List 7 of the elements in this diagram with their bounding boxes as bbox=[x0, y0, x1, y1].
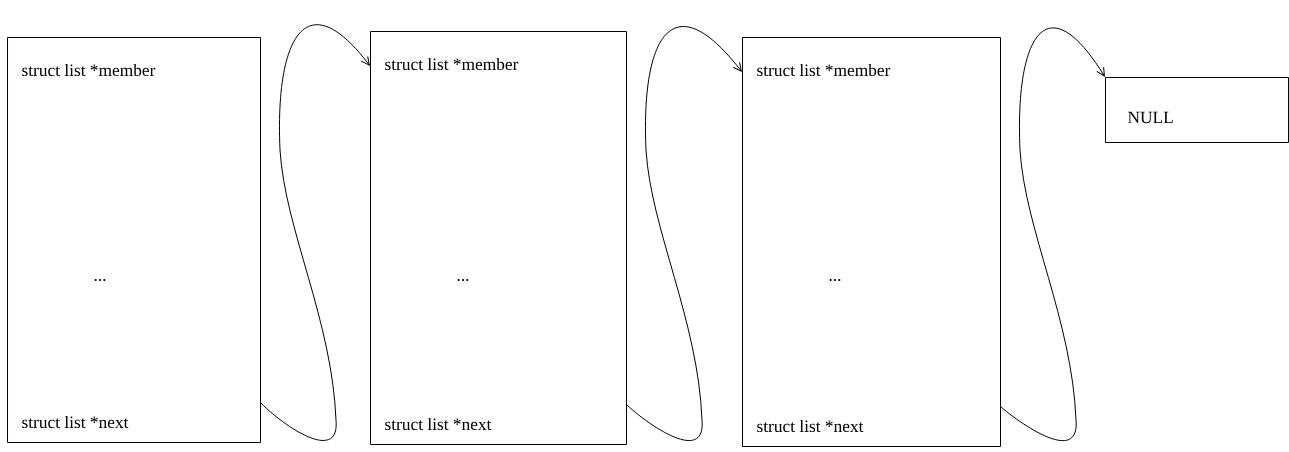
arrow bbox=[1000, 27, 1105, 442]
arrow bbox=[626, 26, 742, 442]
node-box: struct list *member ... struct list *next bbox=[370, 31, 627, 445]
node-box: struct list *member ... struct list *next bbox=[7, 37, 261, 443]
node-box: struct list *member ... struct list *next bbox=[742, 37, 1001, 447]
arrow bbox=[260, 24, 370, 441]
null-box: NULL bbox=[1105, 77, 1289, 143]
